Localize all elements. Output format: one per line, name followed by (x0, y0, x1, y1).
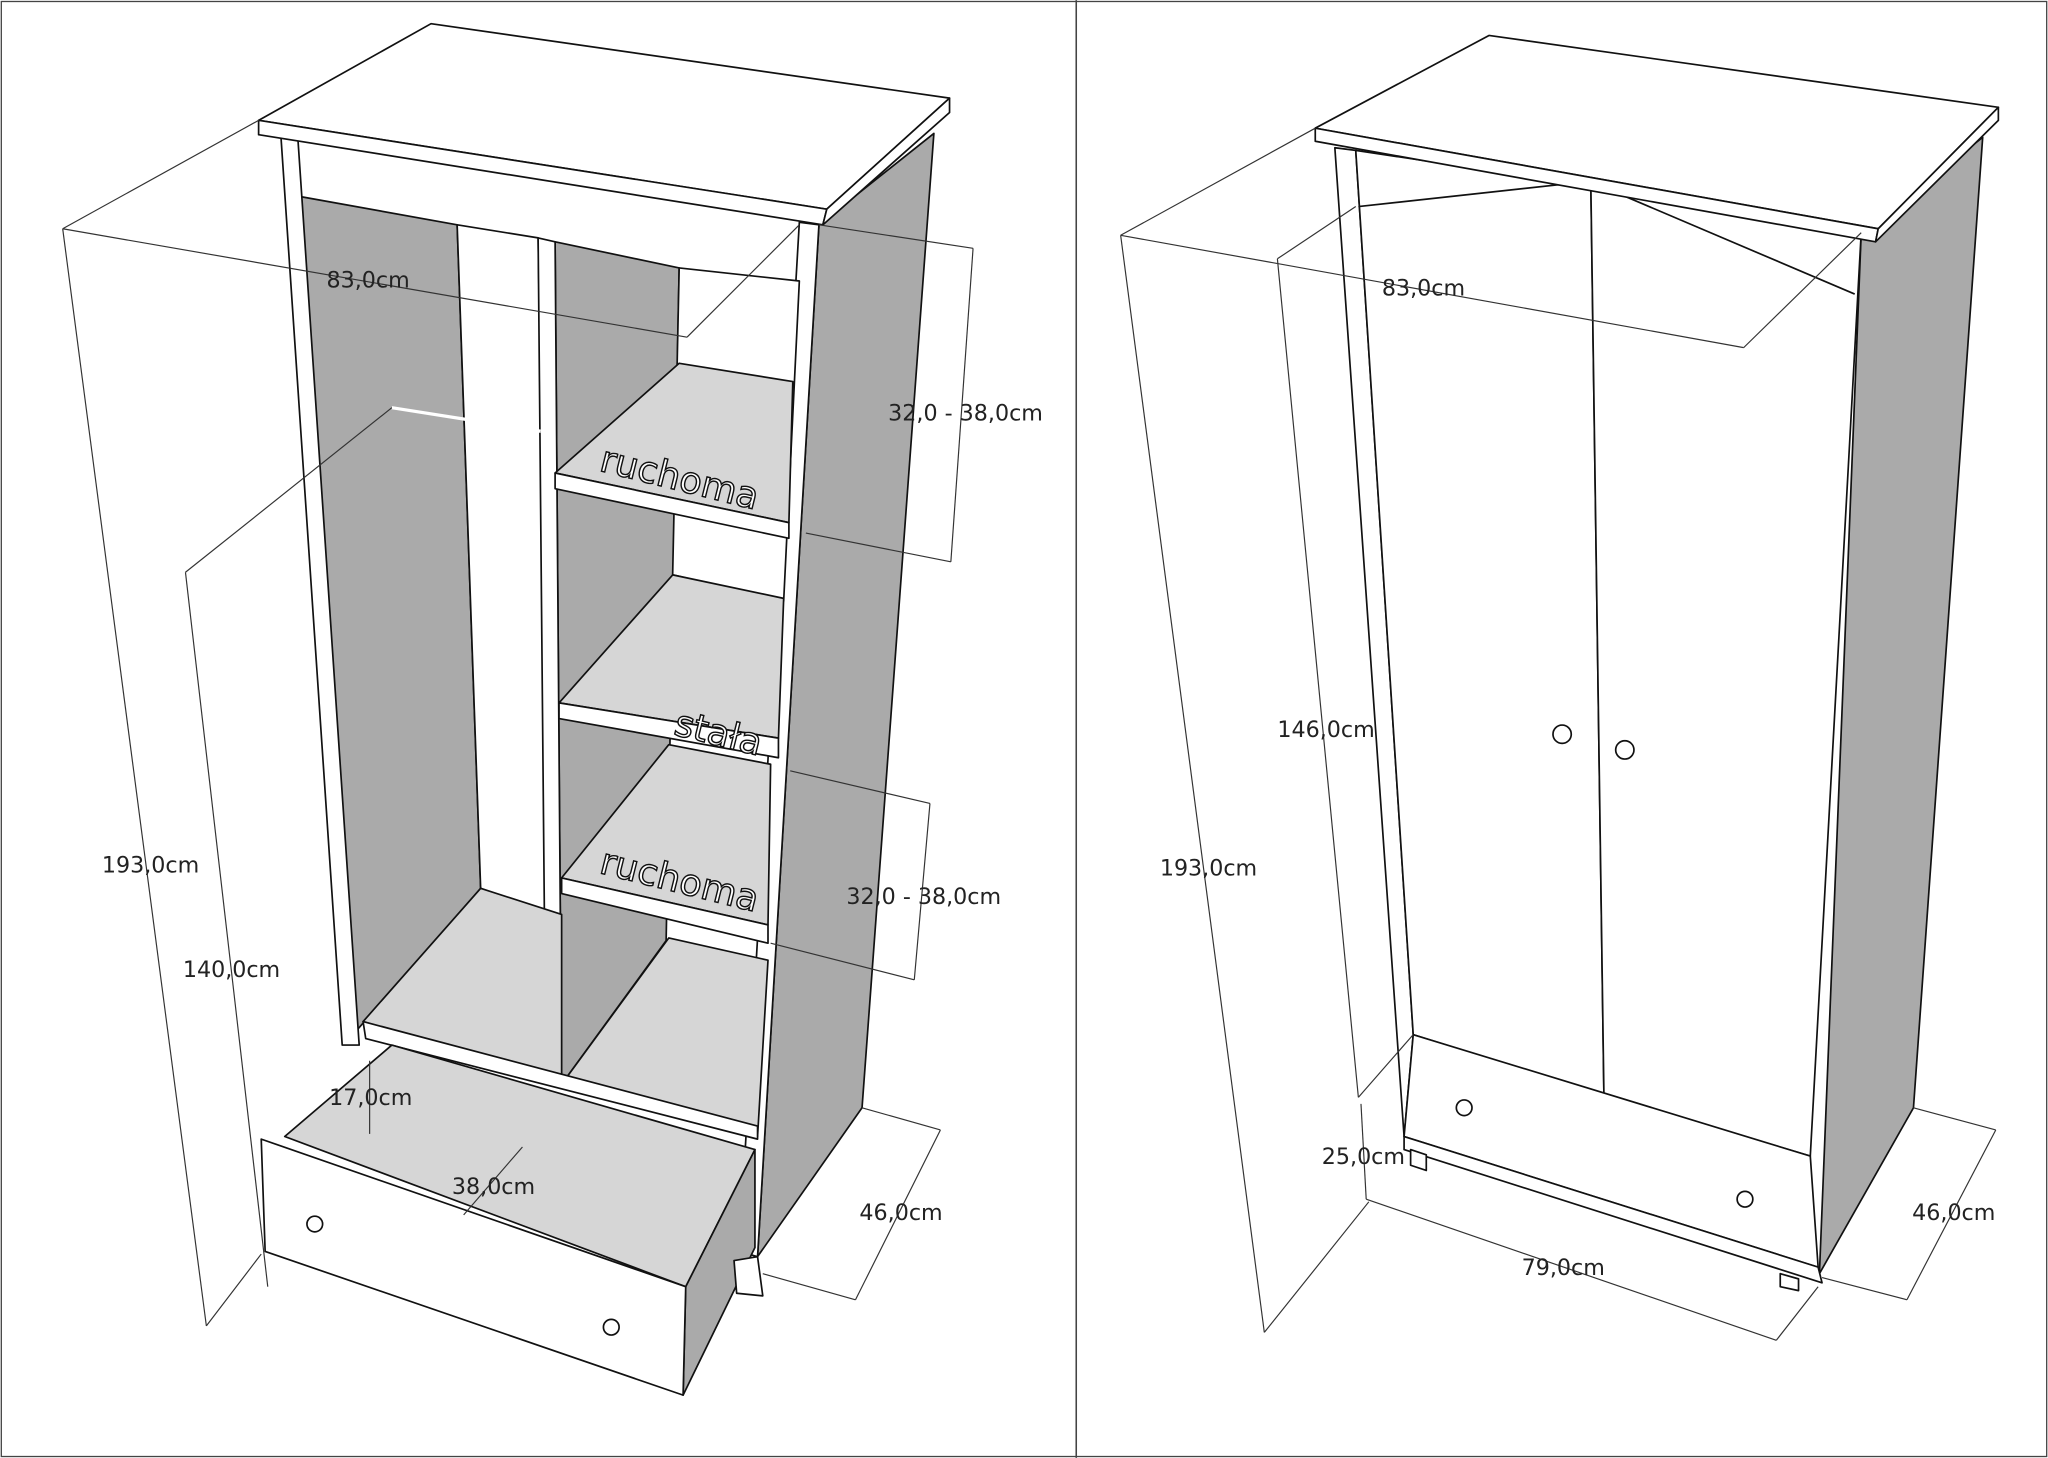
right-door (1590, 184, 1863, 1157)
open-wardrobe-drawing: ruchoma stała ruchoma (257, 22, 951, 1396)
rail-height-label: 140,0cm (183, 957, 280, 983)
door-height-label: 146,0cm (1277, 717, 1374, 743)
right-depth-label: 46,0cm (1912, 1200, 1995, 1226)
front-width-label: 79,0cm (1522, 1255, 1605, 1281)
closed-wardrobe-drawing (1314, 34, 2000, 1292)
drawer-height-label: 17,0cm (329, 1085, 412, 1111)
right-height-label: 193,0cm (1160, 855, 1257, 881)
left-shelf-gap-bottom-label: 32,0 - 38,0cm (846, 884, 1001, 910)
right-width-label: 83,0cm (1382, 275, 1465, 301)
left-shelf-gap-top-label: 32,0 - 38,0cm (888, 401, 1043, 427)
drawer-front (260, 1138, 687, 1396)
left-depth-label: 46,0cm (859, 1200, 942, 1226)
left-dimension-lines (62, 119, 974, 1327)
drawer-depth-label: 38,0cm (452, 1174, 535, 1200)
left-width-label: 83,0cm (327, 268, 410, 294)
right-dimension-lines (1120, 127, 1997, 1341)
left-height-label: 193,0cm (102, 853, 199, 879)
right-drawer-height-label: 25,0cm (1322, 1144, 1405, 1170)
